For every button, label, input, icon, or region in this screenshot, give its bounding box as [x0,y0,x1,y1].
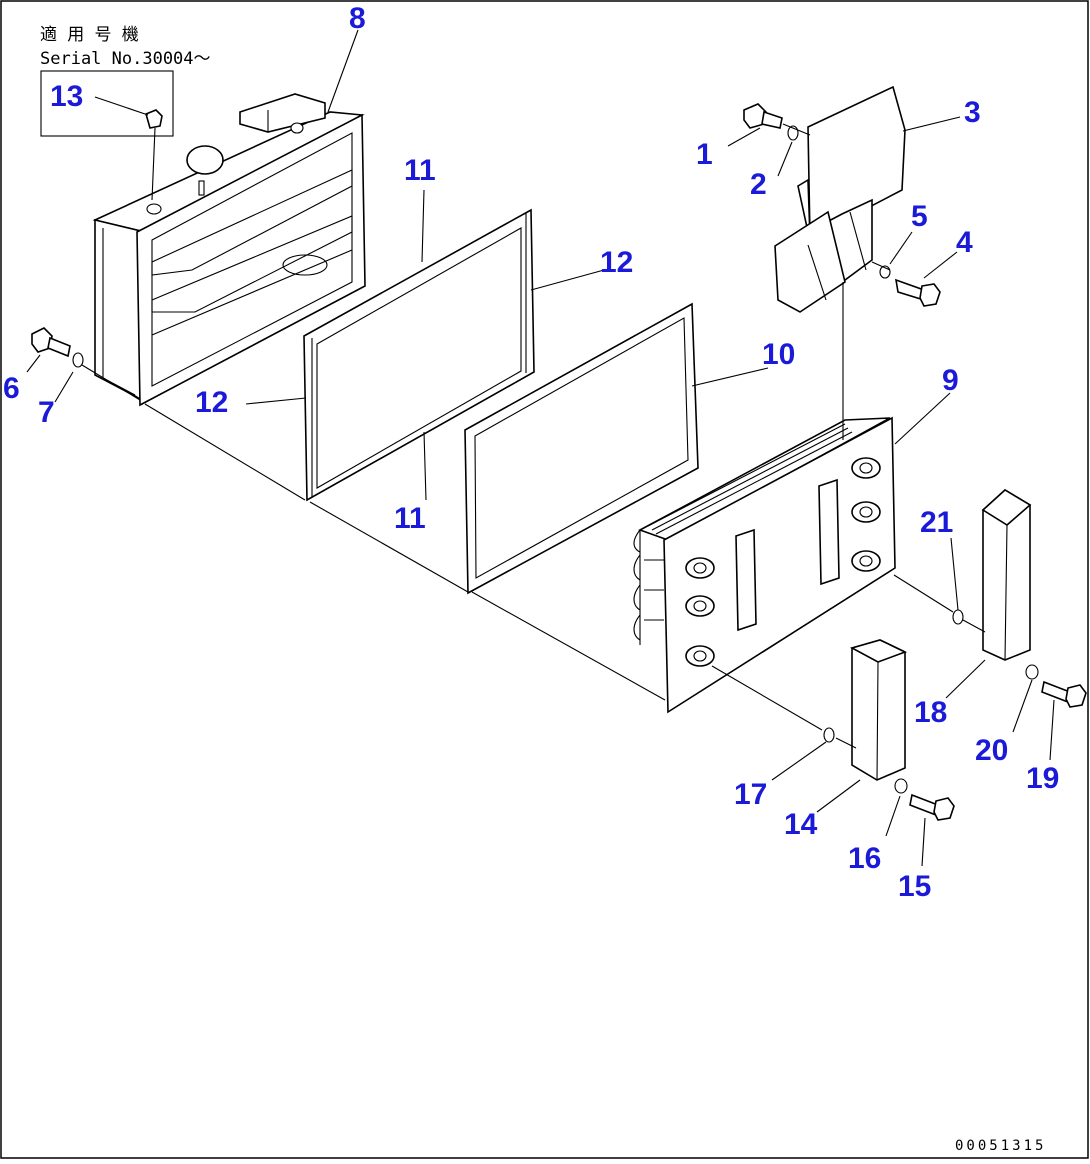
bolt-part-6 [31,327,71,358]
callout-1: 1 [696,138,713,171]
callout-8: 8 [349,2,366,35]
bolt-part-4 [894,278,941,307]
callout-16: 16 [848,842,881,875]
callout-14: 14 [784,808,818,841]
callout-15: 15 [898,870,931,903]
callout-12-right: 12 [600,246,633,279]
drawing-number: 00051315 [955,1138,1046,1154]
leader-lines [26,29,1055,867]
washer-part-20 [1025,664,1039,680]
applicable-model-label: 適 用 号 機 [40,25,139,45]
callout-2: 2 [750,168,767,201]
callout-11-top: 11 [404,154,436,187]
bolt-part-15 [909,793,955,821]
cover-part-14 [849,639,908,781]
cover-part-18 [981,489,1032,661]
bolt-part-1 [743,103,783,129]
callout-3: 3 [964,96,981,129]
o-ring-part-21 [952,609,964,625]
callout-7: 7 [38,396,55,429]
callout-9: 9 [942,364,959,397]
assembly-lines [81,123,986,749]
bracket-part-3 [774,85,906,440]
washer-part-7 [72,352,84,368]
callout-5: 5 [911,200,928,233]
washer-part-16 [894,778,908,794]
plug-part-13 [145,109,163,201]
callout-11-bottom: 11 [394,502,426,535]
bolt-part-19 [1041,680,1087,708]
case-part-8 [92,93,366,407]
callout-4: 4 [956,226,973,259]
cooler-core-part-9 [633,416,896,714]
inset-box [40,70,174,137]
callout-21: 21 [920,506,953,539]
callout-18: 18 [914,696,947,729]
callout-17: 17 [734,778,767,811]
callout-20: 20 [975,734,1008,767]
o-ring-part-17 [823,727,835,743]
callout-6: 6 [3,372,20,405]
callout-19: 19 [1026,762,1059,795]
frame-part-11-12 [303,208,535,502]
callout-12-left: 12 [195,386,228,419]
callout-10: 10 [762,338,795,371]
gasket-part-10 [464,302,699,595]
callout-13: 13 [50,80,83,113]
serial-number-label: Serial No.30004～ [40,49,211,69]
